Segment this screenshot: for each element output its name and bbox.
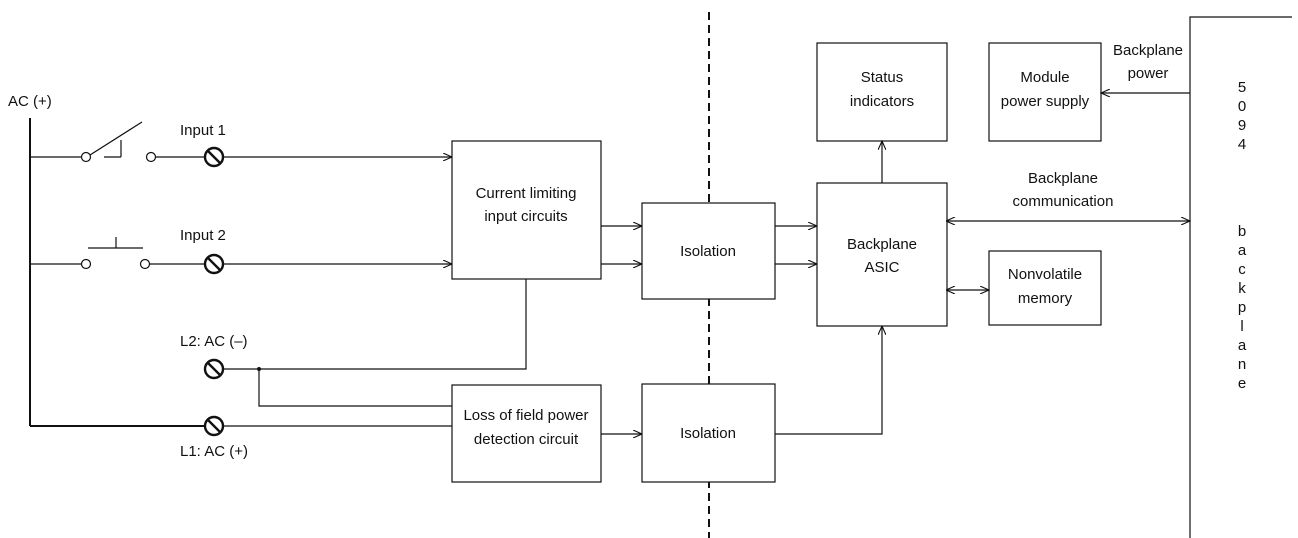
loss-of-field-label-2: detection circuit <box>474 431 579 448</box>
backplane-communication-label-1: Backplane <box>1028 170 1098 187</box>
backplane-asic-label-2: ASIC <box>864 259 899 276</box>
module-power-supply-label-1: Module <box>1020 69 1069 86</box>
svg-text:0: 0 <box>1238 98 1246 115</box>
l2-terminal-label: L2: AC (–) <box>180 333 248 350</box>
isolation-bottom-to-asic-arrow <box>775 326 882 435</box>
loss-of-field-label-1: Loss of field power <box>463 407 588 424</box>
backplane-vertical-label: 5 0 9 4 b a c k p l a n e <box>1238 79 1247 392</box>
input-1-switch <box>30 121 204 163</box>
isolation-bottom-box <box>641 383 776 483</box>
status-indicators-label-2: indicators <box>850 93 914 110</box>
input-2-terminal <box>203 253 225 275</box>
l2-return-wire <box>223 279 527 370</box>
backplane-5094-bar <box>1189 16 1292 538</box>
svg-text:k: k <box>1238 280 1246 297</box>
svg-text:b: b <box>1238 223 1246 240</box>
svg-text:c: c <box>1238 261 1246 278</box>
nonvolatile-memory-box <box>988 250 1102 326</box>
svg-text:4: 4 <box>1238 136 1246 153</box>
current-limiting-label-2: input circuits <box>484 208 567 225</box>
nonvolatile-memory-label-1: Nonvolatile <box>1008 266 1082 283</box>
current-limiting-label-1: Current limiting <box>476 185 577 202</box>
nonvolatile-memory-label-2: memory <box>1018 290 1073 307</box>
module-power-supply-box <box>988 42 1102 142</box>
l1-terminal-label: L1: AC (+) <box>180 443 248 460</box>
isolation-bottom-label: Isolation <box>680 425 736 442</box>
status-indicators-box <box>816 42 948 142</box>
backplane-power-label-1: Backplane <box>1113 42 1183 59</box>
l1-terminal <box>203 415 225 437</box>
current-limiting-box <box>451 140 602 280</box>
backplane-communication-label-2: communication <box>1013 193 1114 210</box>
backplane-power-label-2: power <box>1128 65 1169 82</box>
isolation-top-box <box>641 202 776 300</box>
input-1-terminal <box>203 146 225 168</box>
backplane-asic-box <box>816 182 948 327</box>
svg-text:a: a <box>1238 337 1247 354</box>
input-2-label: Input 2 <box>180 227 226 244</box>
svg-text:l: l <box>1240 318 1243 335</box>
svg-text:5: 5 <box>1238 79 1246 96</box>
module-power-supply-label-2: power supply <box>1001 93 1090 110</box>
svg-text:p: p <box>1238 299 1246 316</box>
isolation-top-label: Isolation <box>680 243 736 260</box>
l2-to-detection-wire <box>258 369 452 407</box>
status-indicators-label-1: Status <box>861 69 904 86</box>
backplane-asic-label-1: Backplane <box>847 236 917 253</box>
svg-text:e: e <box>1238 375 1246 392</box>
input-1-label: Input 1 <box>180 122 226 139</box>
input-2-pushbutton <box>30 237 204 270</box>
ac-plus-bus-label: AC (+) <box>8 93 52 110</box>
svg-text:n: n <box>1238 356 1246 373</box>
svg-text:9: 9 <box>1238 117 1246 134</box>
svg-text:a: a <box>1238 242 1247 259</box>
l2-terminal <box>203 358 225 380</box>
